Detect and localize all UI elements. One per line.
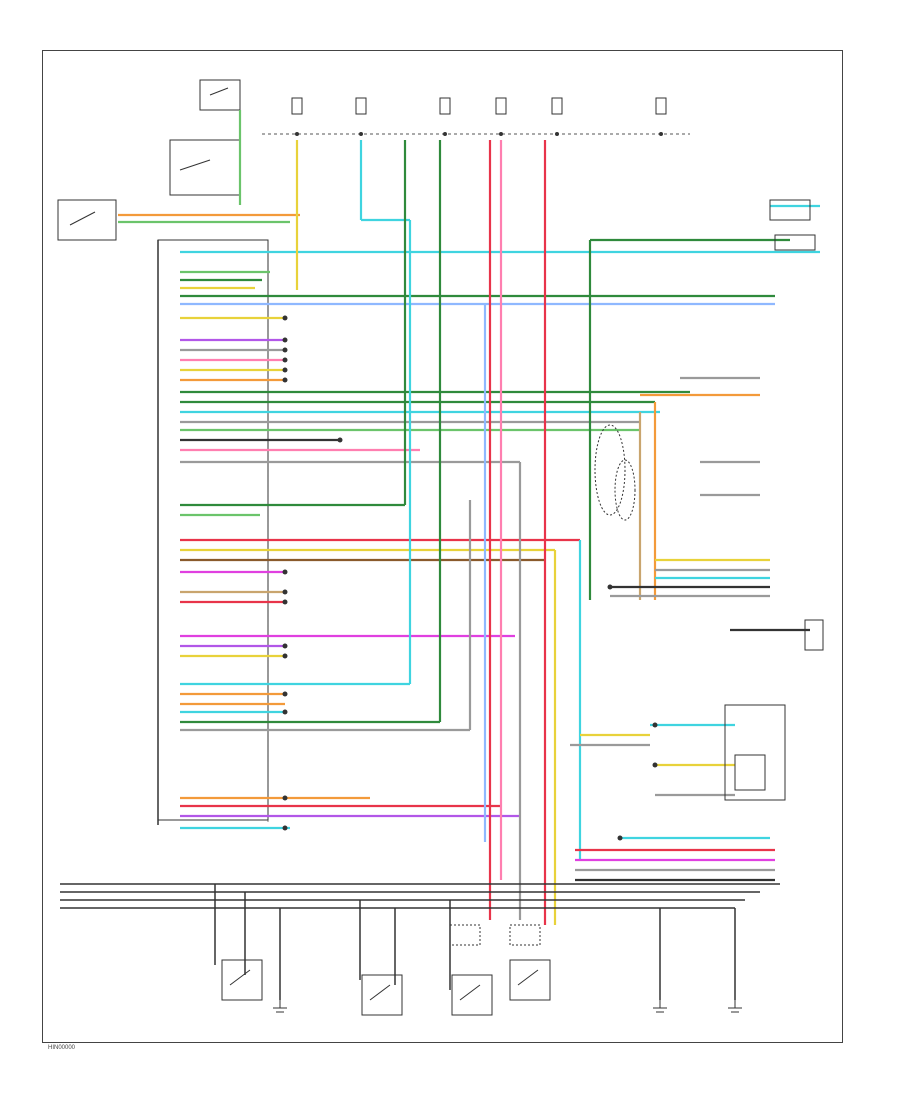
fuse-6-icon: [655, 97, 667, 115]
fuse-4-icon: [495, 97, 507, 115]
sensor-2-icon: [361, 974, 403, 1016]
wires-horizontal: [118, 213, 820, 830]
diagram-frame: [42, 50, 843, 1043]
fuse-2-icon: [355, 97, 367, 115]
corner-code: HIN00000: [48, 1045, 76, 1051]
sensor-1-icon: [221, 959, 263, 1001]
sensor-4-icon: [509, 959, 551, 1001]
fuse-5-icon: [551, 97, 563, 115]
fuse-1-icon: [291, 97, 303, 115]
splice-dots: [282, 315, 658, 841]
fuse-3-icon: [439, 97, 451, 115]
main-module: [157, 239, 269, 825]
ground-icon: [273, 1000, 742, 1013]
right-side-connectors: [570, 199, 824, 882]
sensor-3-icon: [451, 974, 493, 1016]
bottom-section: [60, 883, 780, 1016]
fuse-bus: [262, 97, 690, 136]
wires-vertical: [238, 110, 657, 925]
